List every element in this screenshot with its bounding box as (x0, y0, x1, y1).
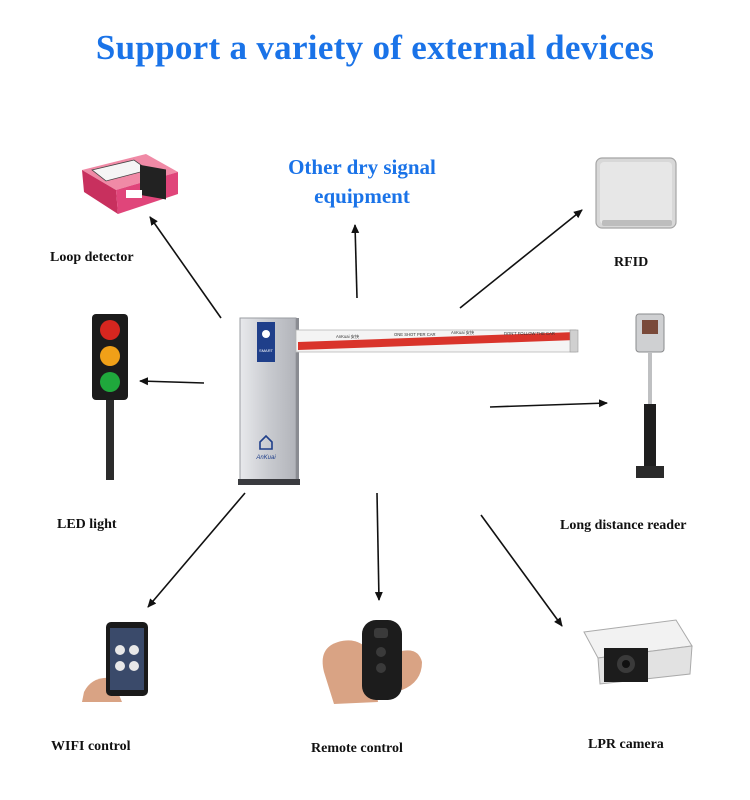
arrow-to-led-light (139, 377, 205, 386)
barrier-gate-image: SMART AnKuai AnKuai 安快 ONE SHOT PER CAR … (238, 317, 579, 485)
boom-text-2: ONE SHOT PER CAR (394, 332, 436, 337)
boom-text-1: AnKuai 安快 (336, 333, 360, 340)
lpr-camera-label: LPR camera (588, 737, 664, 752)
led-light-label: LED light (57, 517, 117, 532)
remote-control-image (322, 620, 422, 704)
page-title: Support a variety of external devices (95, 28, 655, 67)
led-traffic-light-image (92, 314, 128, 480)
rfid-reader-image (595, 157, 677, 229)
long-distance-reader-label: Long distance reader (560, 518, 687, 533)
arrow-to-remote-control (374, 492, 383, 601)
long-distance-reader-image (635, 313, 665, 478)
lpr-camera-image (583, 619, 693, 685)
arrow-to-wifi-control (147, 492, 246, 608)
svg-text:SMART: SMART (259, 348, 273, 353)
arrow-to-long-distance-reader (489, 399, 608, 408)
wifi-control-phone-image (82, 622, 148, 702)
loop-detector-image (82, 154, 178, 214)
loop-detector-label: Loop detector (50, 250, 134, 265)
arrow-to-loop-detector (149, 216, 222, 319)
rfid-label: RFID (614, 255, 649, 270)
arrow-to-rfid (459, 209, 583, 309)
boom-text-4: DON'T FOLLOW THE CAR (504, 331, 555, 336)
arrow-to-lpr-camera (480, 514, 563, 627)
barrier-brand-text: AnKuai (255, 455, 276, 461)
remote-control-label: Remote control (311, 741, 403, 756)
arrow-to-other-equipment (351, 224, 360, 299)
wifi-control-label: WIFI control (51, 739, 131, 754)
boom-text-3: AnKuai 安快 (451, 329, 475, 336)
other-dry-signal-label: Other dry signal equipment (288, 155, 436, 208)
